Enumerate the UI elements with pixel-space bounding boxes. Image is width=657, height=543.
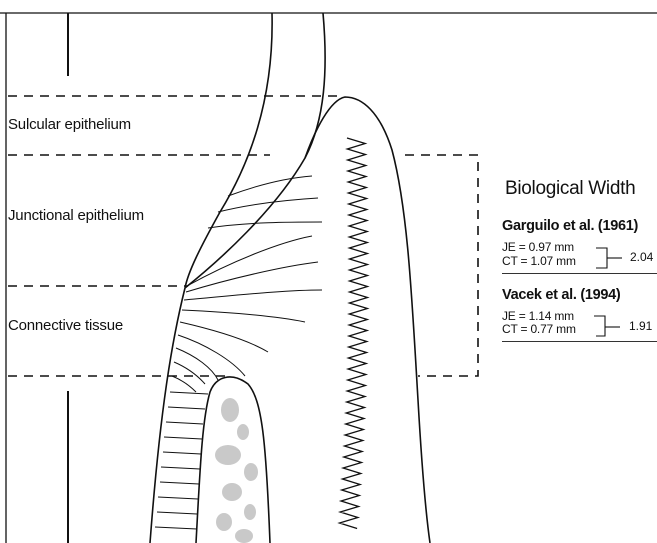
- garguilo-total: 2.04: [630, 250, 653, 264]
- study-name-vacek: Vacek et al. (1994): [502, 287, 620, 303]
- bone-marrow-spots: [215, 398, 258, 543]
- study-name-garguilo: Garguilo et al. (1961): [502, 218, 638, 234]
- legend-divider-2: [502, 341, 657, 342]
- connective-fibers: [172, 176, 322, 392]
- legend-divider-1: [502, 273, 657, 274]
- tooth-surface-outer: [185, 13, 272, 288]
- label-connective-tissue: Connective tissue: [8, 317, 123, 334]
- tooth-surface-inner: [185, 13, 325, 288]
- label-sulcular-epithelium: Sulcular epithelium: [8, 116, 131, 133]
- biological-width-title: Biological Width: [505, 178, 635, 200]
- label-junctional-epithelium: Junctional epithelium: [8, 207, 144, 224]
- vacek-ct-value: CT = 0.77 mm: [502, 323, 576, 336]
- biological-width-bracket: [405, 155, 478, 376]
- root-surface: [150, 288, 185, 543]
- garguilo-ct-value: CT = 1.07 mm: [502, 255, 576, 268]
- garguilo-je-value: JE = 0.97 mm: [502, 241, 574, 254]
- vacek-total: 1.91: [629, 319, 652, 333]
- rete-ridges-line: [340, 138, 368, 529]
